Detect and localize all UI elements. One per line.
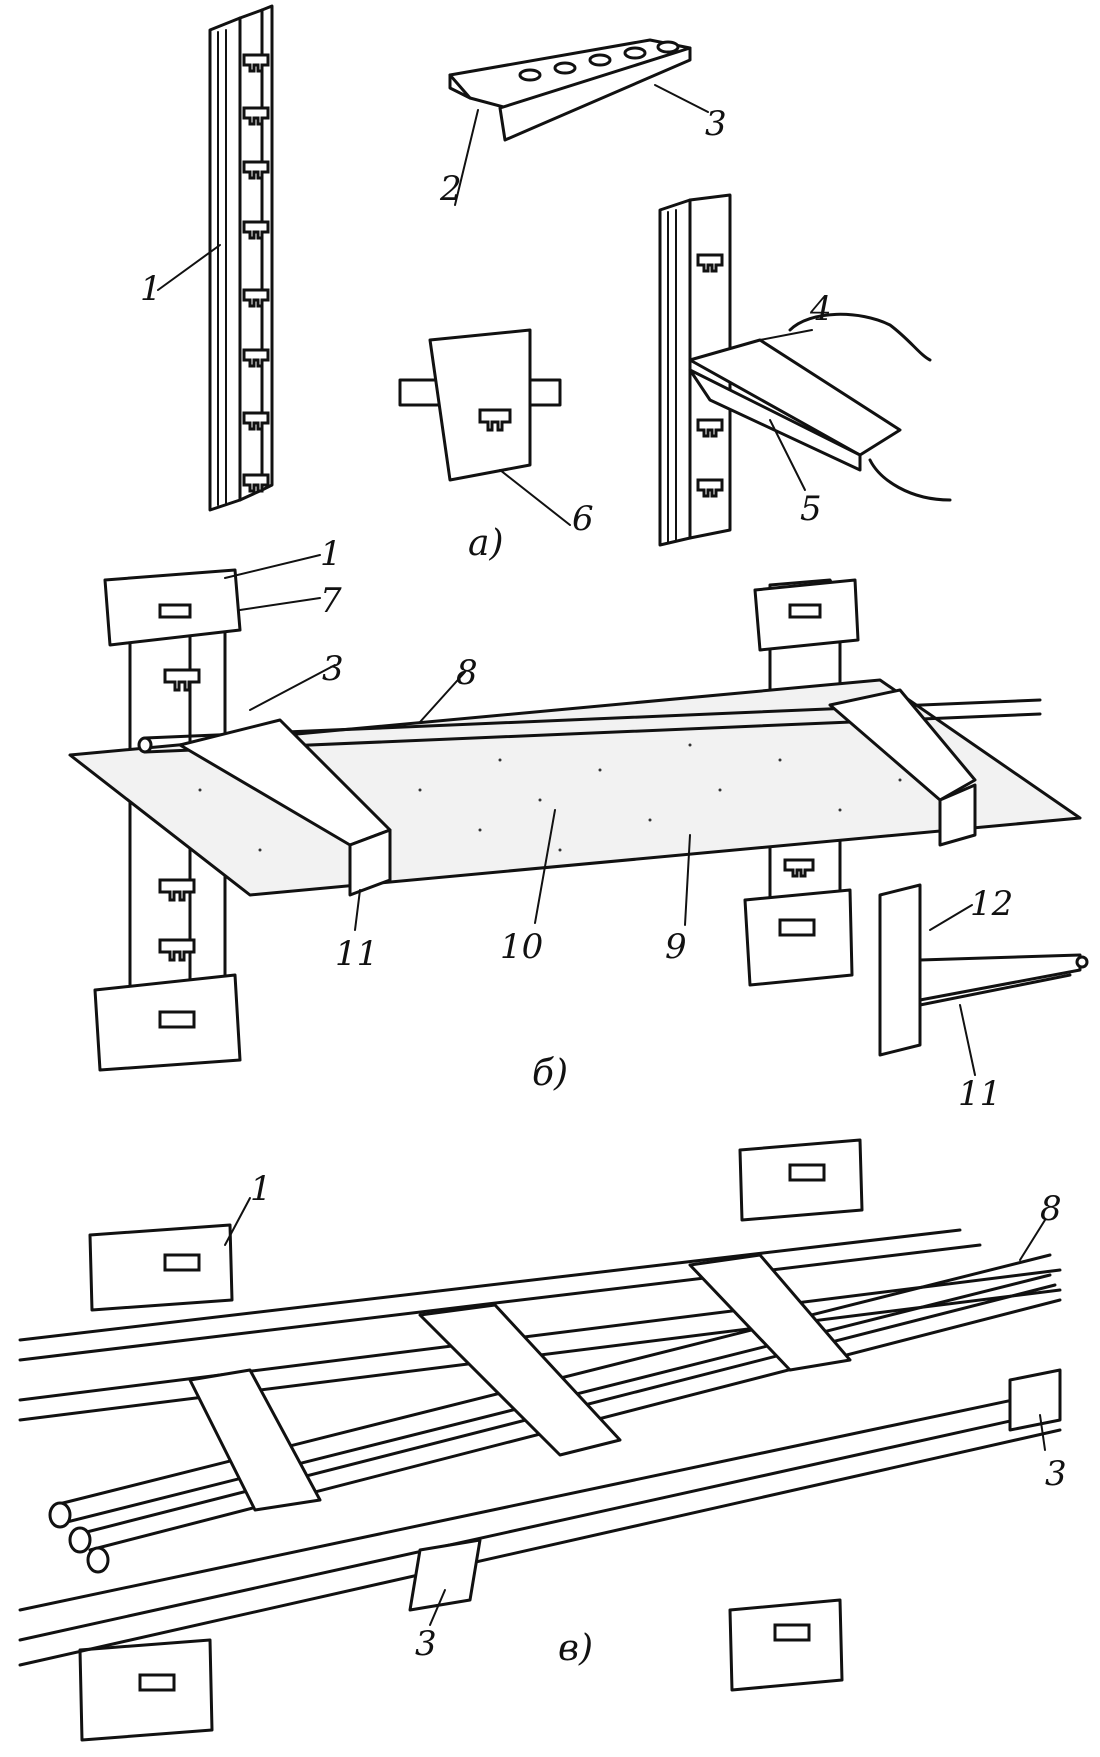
shelf-stipple: [198, 743, 962, 862]
rack-post: [208, 4, 274, 512]
callout-11: 11: [958, 1074, 1001, 1114]
callout-9: 9: [665, 927, 687, 967]
callout-4: 4: [809, 289, 832, 329]
post-slots: [242, 53, 270, 493]
panel-a-leaders: [157, 84, 813, 526]
caption-panel-b: б): [532, 1053, 568, 1094]
caption-panel-v: в): [558, 1628, 593, 1669]
callout-1: 1: [320, 534, 342, 574]
panel-b-leaders: [224, 554, 976, 1076]
caption-panel-a: а): [468, 523, 504, 564]
clip-part: [398, 328, 562, 482]
callout-12: 12: [970, 884, 1013, 924]
panel-v-leaders: [224, 1197, 1046, 1626]
shelf-bracket: [448, 38, 692, 142]
panel-a: [157, 4, 952, 547]
callout-6: 6: [572, 499, 594, 539]
callout-3: 3: [1045, 1454, 1067, 1494]
callout-3: 3: [705, 104, 727, 144]
callout-10: 10: [500, 927, 543, 967]
callout-8: 8: [456, 653, 478, 693]
callout-5: 5: [800, 489, 822, 529]
callout-1: 1: [140, 269, 162, 309]
panel-captions: а) б) в): [468, 523, 593, 1669]
callout-11: 11: [335, 934, 378, 974]
panel-v: [18, 1138, 1062, 1742]
callout-7: 7: [320, 581, 342, 621]
bracket-part: [878, 883, 1089, 1057]
panel-b: [68, 554, 1089, 1076]
callout-3: 3: [415, 1624, 437, 1664]
bracket-holes: [518, 40, 680, 82]
callout-2: 2: [439, 169, 462, 209]
post-with-bracket: [658, 193, 952, 547]
callout-8: 8: [1040, 1189, 1062, 1229]
callout-1: 1: [250, 1169, 272, 1209]
hand-icon: [788, 312, 952, 502]
callout-labels: 1 2 3 4 5 6 1 7 3 8 9 10 11 12 11 1 8 3 …: [140, 104, 1067, 1664]
callout-3: 3: [322, 649, 344, 689]
